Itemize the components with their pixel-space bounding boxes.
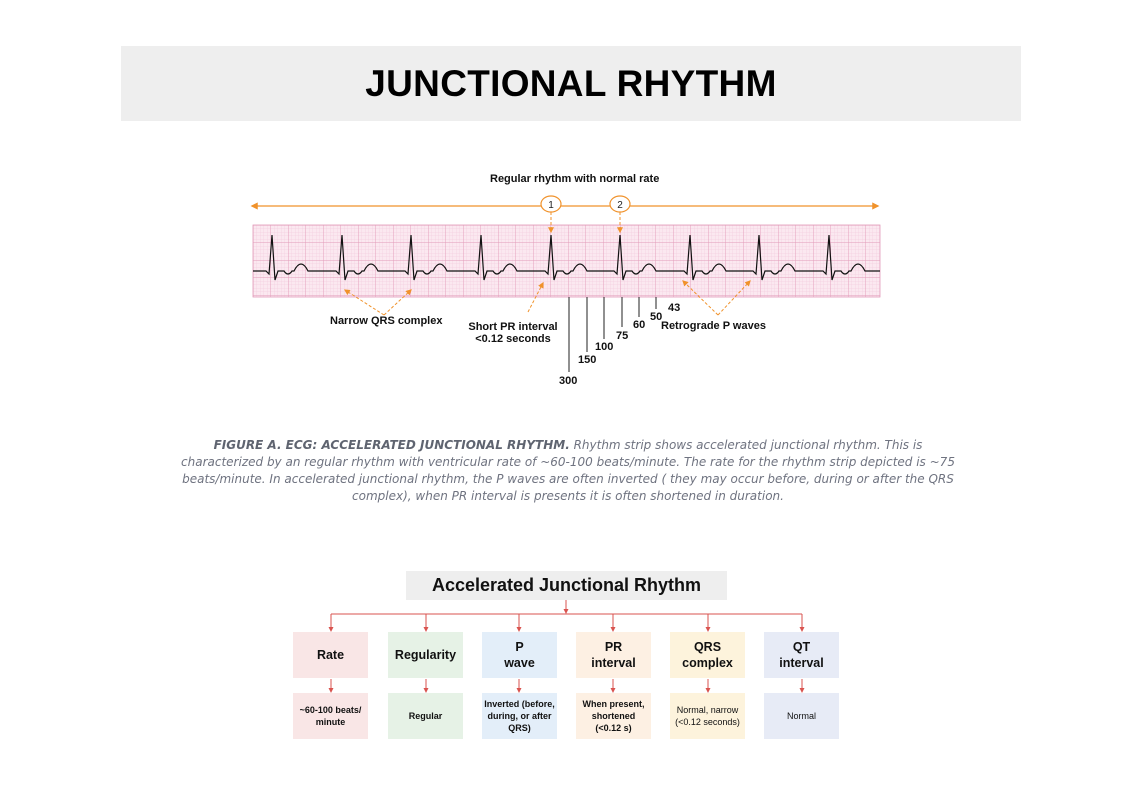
rate-150: 150 [578,354,597,366]
svg-text:1: 1 [548,200,554,211]
svg-text:2: 2 [617,200,623,211]
short-pr-label: Short PR interval <0.12 seconds [465,321,561,345]
pr-interval-value-box: When present, shortened (<0.12 s) [576,693,651,739]
narrow-qrs-label: Narrow QRS complex [330,315,443,327]
flowchart-connectors [328,600,805,693]
beat-marker-1: 1 [540,195,562,234]
short-pr-label-line2: <0.12 seconds [475,333,551,345]
rate-300: 300 [559,375,578,387]
rate-43: 43 [668,302,681,314]
narrow-qrs-arrow-right [383,289,412,316]
beat-marker-2: 2 [609,195,631,234]
qt-interval-value-box: Normal [764,693,839,739]
rate-100: 100 [595,341,614,353]
short-pr-arrow [527,281,544,313]
qrs-complex-heading-box: QRS complex [670,632,745,678]
retrograde-label: Retrograde P waves [661,320,766,332]
retrograde-arrow-right [717,280,751,316]
rate-heading-box: Rate [293,632,368,678]
rate-scale-lines [568,297,657,372]
rhythm-label: Regular rhythm with normal rate [490,173,660,185]
page-title: JUNCTIONAL RHYTHM [365,62,777,104]
qrs-complex-value-box: Normal, narrow (<0.12 seconds) [670,693,745,739]
flowchart-title: Accelerated Junctional Rhythm [406,571,727,600]
rate-50: 50 [650,311,663,323]
short-pr-label-line1: Short PR interval [468,321,558,333]
caption-heading: FIGURE A. ECG: ACCELERATED JUNCTIONAL RH… [213,438,570,452]
narrow-qrs-arrow-left [343,289,385,316]
p-wave-value-box: Inverted (before, during, or after QRS) [482,693,557,739]
rate-value-box: ~60-100 beats/ minute [293,693,368,739]
caption-text: Rhythm strip shows accelerated junctiona… [181,438,955,503]
regularity-value-box: Regular [388,693,463,739]
figure-caption: FIGURE A. ECG: ACCELERATED JUNCTIONAL RH… [176,437,960,505]
retrograde-arrow-left [682,280,719,316]
rate-75: 75 [616,330,629,342]
title-banner: JUNCTIONAL RHYTHM [121,46,1021,121]
regularity-heading-box: Regularity [388,632,463,678]
rate-60: 60 [633,319,646,331]
p-wave-heading-box: P wave [482,632,557,678]
ecg-trace [253,234,880,281]
qt-interval-heading-box: QT interval [764,632,839,678]
pr-interval-heading-box: PR interval [576,632,651,678]
